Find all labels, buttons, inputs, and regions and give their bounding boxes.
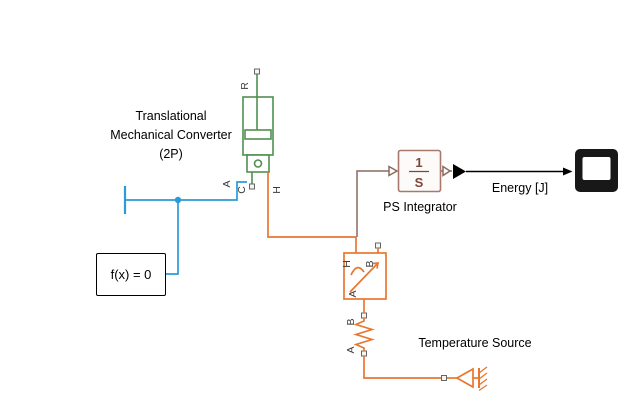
port-label-a: A [221,180,233,187]
converter-cylinder [242,96,274,156]
ps-signal-line [356,170,389,237]
translational-mechanical-converter-block[interactable] [242,74,274,184]
thermal-resistance-zigzag[interactable] [353,318,375,351]
two-phase-line-solver-branch [166,200,179,275]
converter-label-line2: Mechanical Converter [110,128,232,142]
convection-icon-diagonal [349,262,379,293]
port-label-convection-b: B [364,260,376,267]
port-square-c [249,183,255,190]
piston-head [244,129,272,140]
ps-signal-path[interactable] [356,165,452,238]
solver-label: f(x) = 0 [110,267,152,282]
port-square-resistor-b [361,312,367,319]
thermal-wire-resistance-to-source [363,356,441,379]
converter-block-label[interactable]: Translational Mechanical Converter (2P) [89,107,253,164]
signal-arrowhead [563,167,573,176]
converter-label-line1: Translational [135,109,207,123]
junction-dot [174,196,182,204]
port-labels: R A C H H B A B A [221,82,376,354]
port-label-convection-a: A [347,290,359,297]
temperature-source-block[interactable] [447,366,488,392]
port-square-r [254,68,260,75]
integrator-numerator: 1 [415,155,422,170]
port-label-c: C [236,186,248,194]
integrator-fraction-text: 1 S [415,155,424,190]
port-label-h: H [271,186,283,194]
convection-icon-wave [350,266,365,276]
convection-icon-arrowhead [372,262,380,269]
port-label-resistance-b: B [345,318,357,325]
scope-screen [582,157,611,180]
converter-label-line3: (2P) [159,147,183,161]
temp-source-hatching [478,366,488,392]
ps-output-arrow-icon [442,165,452,177]
chamber-circle [253,159,263,168]
energy-signal-label[interactable]: Energy [J] [491,181,549,195]
port-square-temp-source [441,375,447,381]
ps-integrator-label[interactable]: PS Integrator [383,200,457,214]
port-label-r: R [239,82,251,90]
port-label-resistance-a: A [345,346,357,353]
ps-simulink-converter-icon[interactable] [453,164,466,179]
thermal-network[interactable] [267,172,488,392]
port-square-b [375,242,381,249]
thermal-wire-converter-to-convection [267,172,356,238]
integrator-denominator: S [415,175,424,190]
simulink-signal-path[interactable] [453,164,573,179]
port-label-convection-h: H [341,260,353,268]
port-square-resistor-a [361,350,367,357]
ps-integrator-block[interactable]: 1 S [397,149,442,193]
temperature-source-label[interactable]: Temperature Source [418,336,532,350]
temp-source-triangle [455,367,474,389]
ps-input-arrow-icon [388,165,399,177]
scope-block[interactable] [575,149,618,192]
solver-configuration-block[interactable]: f(x) = 0 [96,253,166,296]
